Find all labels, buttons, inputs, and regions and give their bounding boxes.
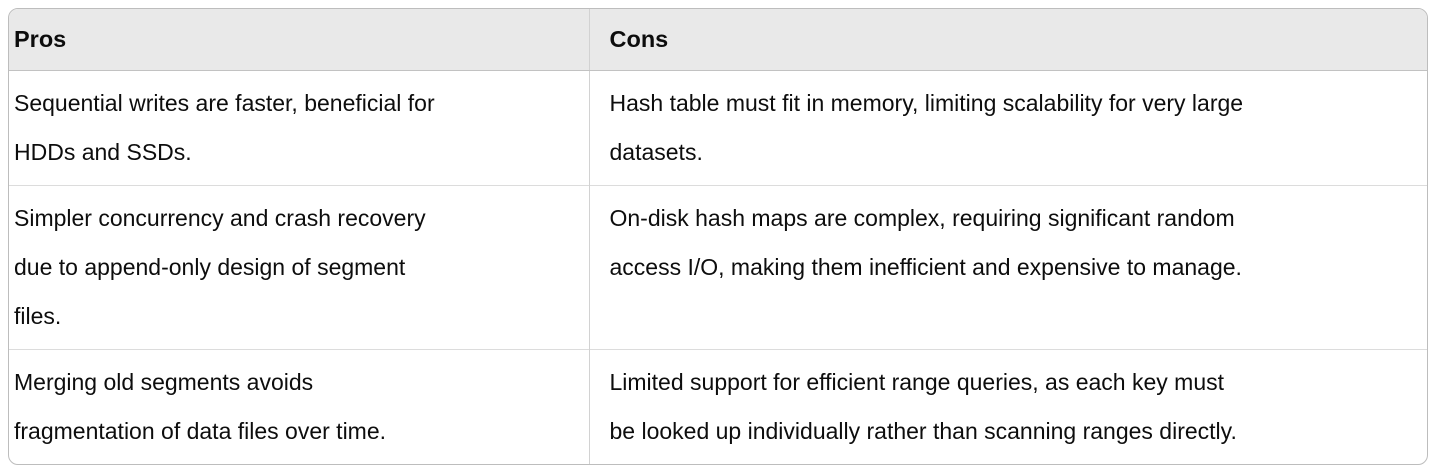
cons-cell-2: On-disk hash maps are complex, requiring…	[588, 185, 1427, 350]
pros-cell-1: Sequential writes are faster, beneficial…	[14, 90, 435, 165]
cons-cell-1: Hash table must fit in memory, limiting …	[588, 70, 1427, 186]
cons-cell-3: Limited support for efficient range quer…	[588, 349, 1427, 464]
column-header-pros: Pros	[9, 9, 589, 71]
column-header-cons: Cons	[588, 9, 1427, 71]
table-row: Merging old segments avoids fragmentatio…	[9, 349, 1427, 464]
comparison-table: Pros Cons Sequential writes are faster, …	[9, 9, 1427, 464]
table-row: Simpler concurrency and crash recovery d…	[9, 185, 1427, 350]
header-row: Pros Cons	[9, 9, 1427, 71]
table-row: Sequential writes are faster, beneficial…	[9, 70, 1427, 186]
pros-cons-table: Pros Cons Sequential writes are faster, …	[8, 8, 1428, 465]
pros-cell-2: Simpler concurrency and crash recovery d…	[9, 185, 589, 350]
pros-cell-3: Merging old segments avoids fragmentatio…	[9, 349, 589, 464]
